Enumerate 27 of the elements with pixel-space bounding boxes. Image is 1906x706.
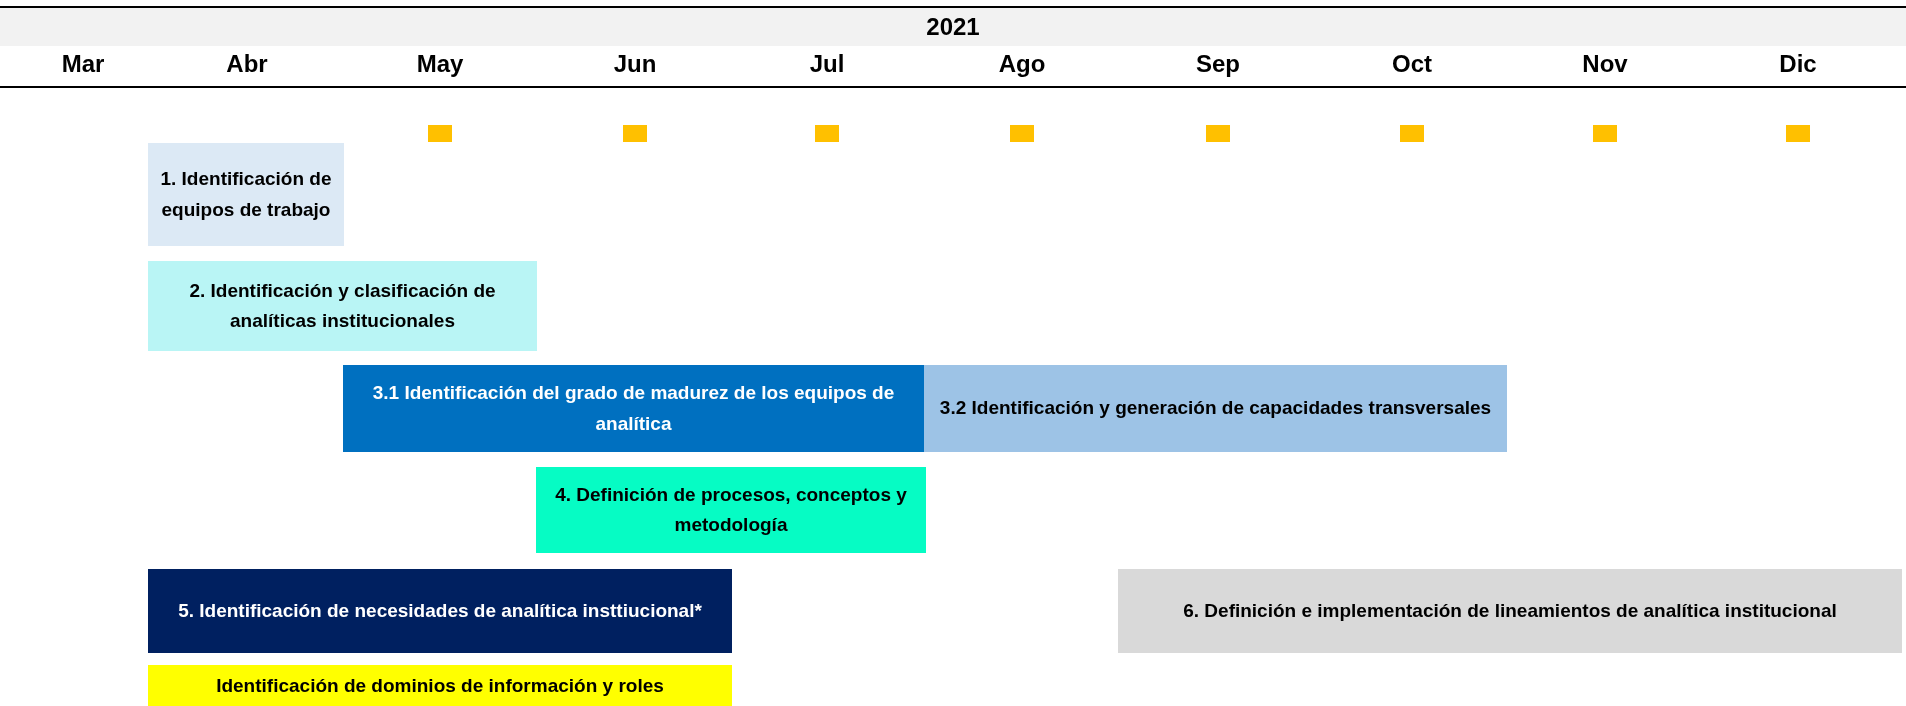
task-bar — [148, 261, 537, 351]
task-bar — [343, 365, 924, 452]
task-label: Identificación de dominios de información y roles — [216, 674, 664, 698]
task-bar — [1118, 569, 1902, 653]
task-bar — [148, 143, 344, 246]
month-label: Mar — [60, 50, 106, 78]
task-label: 3.2 Identificación y generación de capacidades transversales — [939, 396, 1492, 421]
task-bar — [924, 365, 1507, 452]
task-label: 5. Identificación de necesidades de analítica insttiucional* — [178, 598, 702, 623]
task-bar — [148, 665, 732, 706]
month-label: Dic — [1778, 50, 1818, 78]
month-label: Oct — [1391, 50, 1433, 78]
month-label: May — [415, 50, 465, 78]
task-label: 3.1 Identificación del grado de madurez de los equipos de analítica — [371, 381, 896, 436]
month-label: Abr — [225, 50, 269, 78]
task-label: 6. Definición e implementación de lineamientos de analítica institucional — [1183, 598, 1837, 623]
month-label: Ago — [997, 50, 1047, 78]
task-label: 4. Definición de procesos, conceptos y metodología — [554, 482, 908, 537]
task-bar — [536, 467, 926, 553]
task-label: 2. Identificación y clasificación de analíticas institucionales — [188, 278, 497, 333]
month-label: Nov — [1581, 50, 1629, 78]
year-header: 2021 — [0, 6, 1906, 46]
task-label: 1. Identificación de equipos de trabajo — [159, 167, 333, 222]
task-bar — [148, 569, 732, 653]
month-label: Jun — [612, 50, 658, 78]
month-label: Sep — [1195, 50, 1241, 78]
month-label: Jul — [808, 50, 846, 78]
